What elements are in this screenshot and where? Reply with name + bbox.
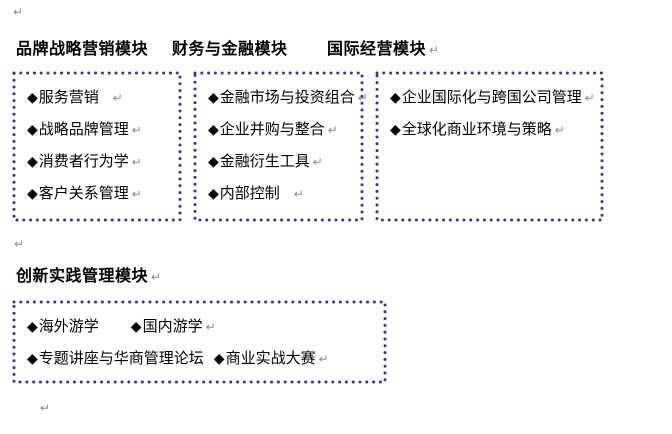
diamond-bullet-icon: ◆ xyxy=(27,89,38,105)
diamond-bullet-icon: ◆ xyxy=(208,89,219,105)
heading-brand-module: 品牌战略营销模块 xyxy=(16,41,149,58)
paragraph-mark: ↵ xyxy=(293,187,304,201)
paragraph-mark: ↵ xyxy=(13,5,24,19)
diamond-bullet-icon: ◆ xyxy=(213,350,225,366)
paragraph-mark: ↵ xyxy=(312,155,323,169)
diamond-bullet-icon: ◆ xyxy=(390,121,401,137)
item-label: 客户关系管理 xyxy=(38,185,129,202)
item-label: 消费者行为学 xyxy=(38,153,129,170)
heading-finance-module: 财务与金融模块 xyxy=(172,41,288,58)
diamond-bullet-icon: ◆ xyxy=(27,185,38,201)
heading-international-module: 国际经营模块↵ xyxy=(327,35,440,59)
item-label: 企业并购与整合 xyxy=(219,121,325,138)
item-label: 服务营销 xyxy=(38,89,99,106)
paragraph-mark: ↵ xyxy=(327,123,338,137)
diamond-bullet-icon: ◆ xyxy=(208,153,219,169)
item-label: 海外游学 xyxy=(38,318,99,335)
list-item: ◆内部控制 ↵ xyxy=(208,177,364,209)
list-row: ◆专题讲座与华商管理论坛◆商业实战大赛↵ xyxy=(27,342,387,374)
heading-innovation-label: 创新实践管理模块 xyxy=(16,268,149,285)
list-item: ◆企业并购与整合↵ xyxy=(208,113,364,145)
list-item: ◆消费者行为学↵ xyxy=(27,145,182,177)
box-innovation-module: ◆海外游学◆国内游学↵ ◆专题讲座与华商管理论坛◆商业实战大赛↵ xyxy=(12,300,387,384)
diamond-bullet-icon: ◆ xyxy=(27,318,38,334)
paragraph-mark: ↵ xyxy=(131,155,142,169)
diamond-bullet-icon: ◆ xyxy=(130,318,142,334)
diamond-bullet-icon: ◆ xyxy=(27,153,38,169)
paragraph-mark: ↵ xyxy=(205,320,216,334)
diamond-bullet-icon: ◆ xyxy=(390,89,401,105)
list-item: ◆战略品牌管理↵ xyxy=(27,113,182,145)
paragraph-mark: ↵ xyxy=(357,91,368,105)
heading-innovation-module: 创新实践管理模块↵ xyxy=(16,262,162,286)
box-finance-module: ◆金融市场与投资组合↵ ◆企业并购与整合↵ ◆金融衍生工具↵ ◆内部控制↵ xyxy=(193,71,368,222)
list-item: ◆全球化商业环境与策略↵ xyxy=(390,113,604,145)
item-label: 战略品牌管理 xyxy=(38,121,129,138)
paragraph-mark: ↵ xyxy=(131,123,142,137)
paragraph-mark: ↵ xyxy=(429,43,440,57)
list-item: ◆客户关系管理↵ xyxy=(27,177,182,209)
list-item: ◆金融衍生工具↵ xyxy=(208,145,364,177)
diamond-bullet-icon: ◆ xyxy=(208,185,219,201)
item-label: 国内游学 xyxy=(142,318,203,335)
diamond-bullet-icon: ◆ xyxy=(27,350,38,366)
paragraph-mark: ↵ xyxy=(151,270,162,284)
item-label: 商业实战大赛 xyxy=(225,350,316,367)
item-label: 全球化商业环境与策略 xyxy=(401,121,552,138)
item-label: 企业国际化与跨国公司管理 xyxy=(401,89,582,106)
paragraph-mark: ↵ xyxy=(14,237,25,251)
list-item: ◆企业国际化与跨国公司管理↵ xyxy=(390,81,604,113)
box-brand-module: ◆服务营销↵ ◆战略品牌管理↵ ◆消费者行为学↵ ◆客户关系管理↵ xyxy=(12,71,182,222)
diamond-bullet-icon: ◆ xyxy=(27,121,38,137)
paragraph-mark: ↵ xyxy=(40,401,51,415)
list-item: ◆金融市场与投资组合↵ xyxy=(208,81,368,113)
paragraph-mark: ↵ xyxy=(554,123,565,137)
item-label: 金融衍生工具 xyxy=(219,153,310,170)
paragraph-mark: ↵ xyxy=(584,91,595,105)
heading-international-label: 国际经营模块 xyxy=(327,41,427,58)
paragraph-mark: ↵ xyxy=(131,187,142,201)
item-label: 金融市场与投资组合 xyxy=(219,89,355,106)
item-label: 专题讲座与华商管理论坛 xyxy=(38,350,204,367)
item-label: 内部控制 xyxy=(219,185,280,202)
paragraph-mark: ↵ xyxy=(112,91,123,105)
paragraph-mark: ↵ xyxy=(318,352,329,366)
list-item: ◆服务营销 ↵ xyxy=(27,81,182,113)
box-international-module: ◆企业国际化与跨国公司管理↵ ◆全球化商业环境与策略↵ xyxy=(375,71,604,222)
list-row: ◆海外游学◆国内游学↵ xyxy=(27,310,387,342)
diamond-bullet-icon: ◆ xyxy=(208,121,219,137)
